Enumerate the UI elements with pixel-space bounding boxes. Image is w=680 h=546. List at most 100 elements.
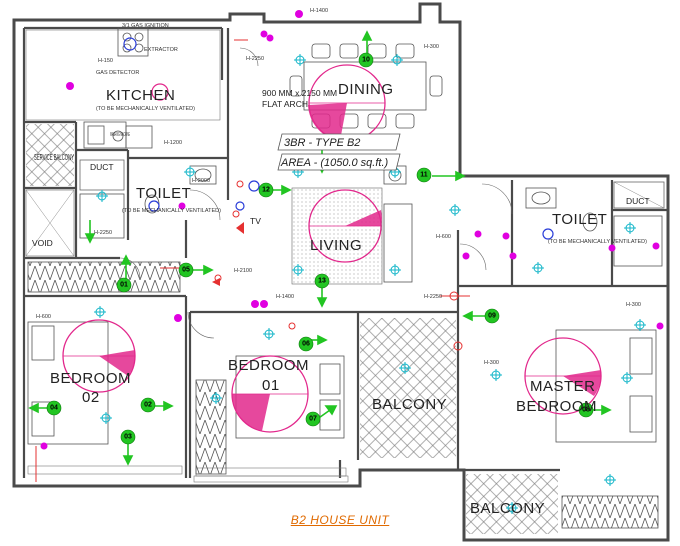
circuit-10-label: 10 (362, 57, 370, 64)
duct-label-1: DUCT (90, 162, 114, 172)
wardrobe-master (561, 495, 659, 529)
duct-shaft-2 (613, 181, 665, 209)
service-balcony-floor (26, 124, 74, 186)
extractor-note: EXTRACTOR (144, 47, 178, 53)
h2000-note: H-2000 (192, 178, 210, 184)
ceiling-fan-dining (308, 64, 386, 142)
kitchen-label: KITCHEN (106, 87, 175, 104)
duct-label-2: DUCT (626, 196, 650, 206)
ceiling-fan-bed01 (231, 355, 309, 433)
toilet-2-note: (TO BE MECHANICALLY VENTILATED) (548, 239, 647, 245)
circuit-08 (578, 402, 594, 418)
h300-note-2: H-300 (626, 302, 641, 308)
circuit-13 (314, 273, 330, 289)
ceiling-fan-living (308, 189, 382, 263)
circuit-02 (140, 397, 156, 413)
unit-info: 3BR - TYPE B2 AREA - (1050.0 sq.ft.) (277, 133, 401, 171)
circuit-06-label: 06 (302, 341, 310, 348)
duct-2-diag (613, 181, 665, 209)
circuit-01-label: 01 (120, 282, 128, 289)
h300-note: H-300 (424, 44, 439, 50)
balcony-01-label: BALCONY (372, 396, 447, 413)
circuit-12 (258, 182, 274, 198)
living-rug (291, 187, 383, 285)
socket-points (40, 10, 664, 450)
toilet-1-fixtures (79, 165, 217, 239)
wiring-marks (35, 39, 470, 482)
bed-master (555, 329, 657, 443)
flat-arch-size: 900 MM x 2150 MM (262, 88, 337, 98)
power-point-marker (212, 278, 220, 286)
bedroom-02-number: 02 (82, 389, 100, 406)
h1200-note: H-1200 (164, 140, 182, 146)
interior-walls (22, 26, 668, 478)
void-area (25, 189, 75, 257)
circuit-05-label: 05 (182, 267, 190, 274)
bedroom-01-number: 01 (262, 377, 280, 394)
ceiling-fan-kitchen (151, 83, 169, 101)
circuit-02-label: 02 (144, 402, 152, 409)
dining-label: DINING (338, 81, 394, 98)
circuit-09 (484, 308, 500, 324)
wardrobe-bed02 (27, 261, 181, 293)
door-swings (119, 47, 513, 339)
master-label: MASTER (530, 378, 596, 395)
fixture-annotations: 3/1 GAS IGNITION EXTRACTOR GAS DETECTOR … (36, 8, 641, 366)
circuit-12-label: 12 (262, 187, 270, 194)
ceiling-fan-master (524, 337, 602, 415)
circuit-06 (298, 336, 314, 352)
toilet-2-fixtures (525, 187, 663, 267)
circuit-07-label: 07 (309, 416, 317, 423)
circuit-04-label: 04 (50, 405, 58, 412)
circuit-08-label: 08 (582, 407, 590, 414)
gas-detector-note: GAS DETECTOR (96, 70, 139, 76)
flat-arch-label: FLAT ARCH (262, 99, 308, 109)
bed-02 (27, 321, 109, 445)
h600-note: H-600 (36, 314, 51, 320)
kitchen-note: (TO BE MECHANICALLY VENTILATED) (96, 106, 195, 112)
wardrobe-bed01 (195, 379, 227, 475)
room-labels: KITCHEN (TO BE MECHANICALLY VENTILATED) … (32, 81, 650, 517)
circuit-10 (358, 52, 374, 68)
circuit-03 (120, 429, 136, 445)
ignition-note: 3/1 GAS IGNITION (122, 23, 169, 29)
unit-area: AREA - (1050.0 sq.ft.) (280, 157, 389, 169)
circuit-11 (416, 167, 432, 183)
h2250-note-2: H-2250 (424, 294, 442, 300)
circuit-04 (46, 400, 62, 416)
circuit-01 (116, 277, 132, 293)
washing-machine-note: WASHING MACHINE (110, 132, 130, 138)
switch-points (123, 37, 554, 240)
h150-note: H-150 (98, 58, 113, 64)
h300-note-3: H-300 (484, 360, 499, 366)
bedroom-02-label: BEDROOM (50, 370, 131, 387)
circuit-03-label: 03 (124, 434, 132, 441)
circuit-07 (305, 411, 321, 427)
bedroom-01-label: BEDROOM (228, 357, 309, 374)
circuit-markers (46, 52, 594, 445)
kitchen-fixtures (83, 27, 153, 149)
balcony-02-label: BALCONY (470, 500, 545, 517)
toilet-1-note: (TO BE MECHANICALLY VENTILATED) (122, 208, 221, 214)
circuit-11-label: 11 (420, 172, 428, 179)
h2250-note-3: H-2250 (246, 56, 264, 62)
toilet-2-label: TOILET (552, 211, 607, 228)
circuit-13-label: 13 (318, 278, 326, 285)
toilet-1-label: TOILET (136, 185, 191, 202)
tv-point-marker (236, 222, 244, 234)
living-label: LIVING (310, 237, 362, 254)
void-label: VOID (32, 238, 53, 248)
void-cross-2 (25, 189, 75, 257)
h2250-note: H-2250 (94, 230, 112, 236)
h600-note-2: H-600 (436, 234, 451, 240)
service-balcony-label: SERVICE BALCONY (34, 152, 74, 162)
circuit-numbers: 01 02 03 04 05 06 07 08 09 10 11 12 13 (50, 57, 590, 441)
plan-title: B2 HOUSE UNIT (290, 513, 390, 527)
h1400-note-2: H-1400 (276, 294, 294, 300)
circuit-09-label: 09 (488, 313, 496, 320)
balcony-01-floor (360, 318, 456, 458)
circuit-05 (178, 262, 194, 278)
tv-height-note: H-2100 (234, 268, 252, 274)
master-bedroom-label: BEDROOM (516, 398, 597, 415)
living-sofas (383, 165, 413, 283)
